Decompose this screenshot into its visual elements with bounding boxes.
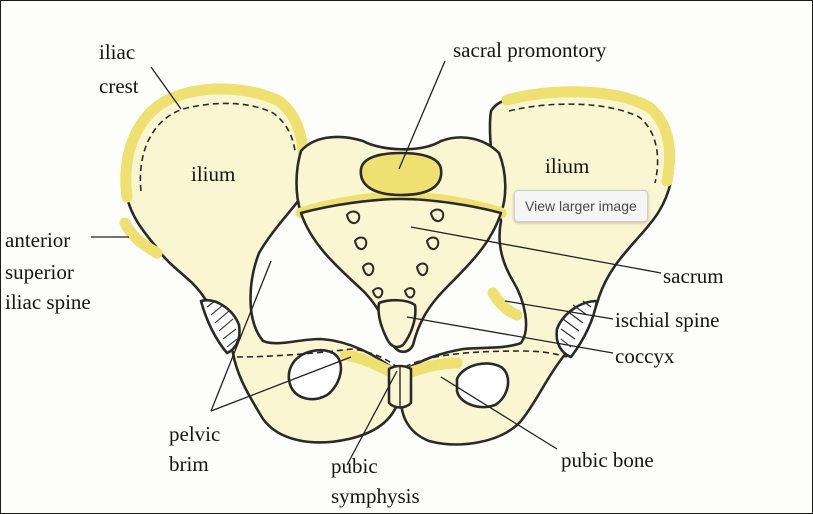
leader-pelvic-brim-1 bbox=[210, 260, 272, 412]
right-ischial-spine-highlight bbox=[487, 287, 523, 321]
left-ischial-hatching bbox=[206, 300, 238, 348]
labels: iliac crest sacral promontory ilium iliu… bbox=[5, 38, 724, 508]
leader-pubic-bone bbox=[440, 376, 558, 450]
left-hip-bone bbox=[119, 83, 401, 444]
label-asis-2: superior bbox=[5, 260, 74, 284]
label-sacrum: sacrum bbox=[663, 264, 724, 288]
label-ilium-right: ilium bbox=[545, 154, 589, 178]
sacrum-group bbox=[295, 135, 507, 409]
sacrum-body bbox=[299, 197, 503, 354]
label-asis-1: anterior bbox=[5, 228, 70, 252]
leader-ischial-spine bbox=[504, 300, 614, 320]
sacral-foramina bbox=[345, 208, 445, 299]
leader-lines bbox=[91, 60, 662, 466]
label-pubic-symphysis-2: symphysis bbox=[331, 484, 420, 508]
left-iliac-crest-highlight bbox=[120, 83, 309, 203]
label-asis-3: iliac spine bbox=[5, 290, 91, 314]
leader-pelvic-brim-2 bbox=[210, 356, 352, 412]
label-ilium-left: ilium bbox=[191, 162, 235, 186]
leader-iliac-crest bbox=[150, 66, 182, 110]
label-pubic-bone: pubic bone bbox=[561, 448, 654, 472]
leader-sacrum bbox=[410, 226, 662, 274]
right-crest-dashed-line bbox=[508, 103, 659, 184]
right-iliac-crest-highlight bbox=[501, 86, 676, 187]
left-obturator-foramen bbox=[287, 349, 343, 401]
coccyx-shape bbox=[377, 298, 417, 349]
label-pelvic-brim-1: pelvic bbox=[169, 422, 220, 446]
right-brim-dashed-line bbox=[404, 350, 568, 368]
leader-coccyx bbox=[406, 316, 614, 354]
sacral-promontory-shape bbox=[359, 151, 443, 197]
label-iliac-crest-1: iliac bbox=[99, 40, 135, 64]
left-asis-highlight bbox=[119, 217, 163, 259]
right-pubic-highlight bbox=[403, 357, 463, 379]
right-ischial-hatching bbox=[560, 300, 592, 348]
label-pubic-symphysis-1: pubic bbox=[331, 454, 378, 478]
label-coccyx: coccyx bbox=[615, 344, 675, 368]
label-pelvic-brim-2: brim bbox=[169, 452, 209, 476]
left-crest-dashed-line bbox=[139, 102, 296, 192]
leader-sacral-promontory bbox=[398, 60, 446, 170]
label-iliac-crest-2: crest bbox=[99, 74, 139, 98]
right-obturator-foramen bbox=[455, 362, 510, 409]
view-larger-image-tooltip[interactable]: View larger image bbox=[514, 190, 648, 222]
leader-pubic-symphysis bbox=[346, 370, 398, 466]
label-sacral-promontory: sacral promontory bbox=[453, 38, 607, 62]
label-ischial-spine: ischial spine bbox=[615, 308, 719, 332]
